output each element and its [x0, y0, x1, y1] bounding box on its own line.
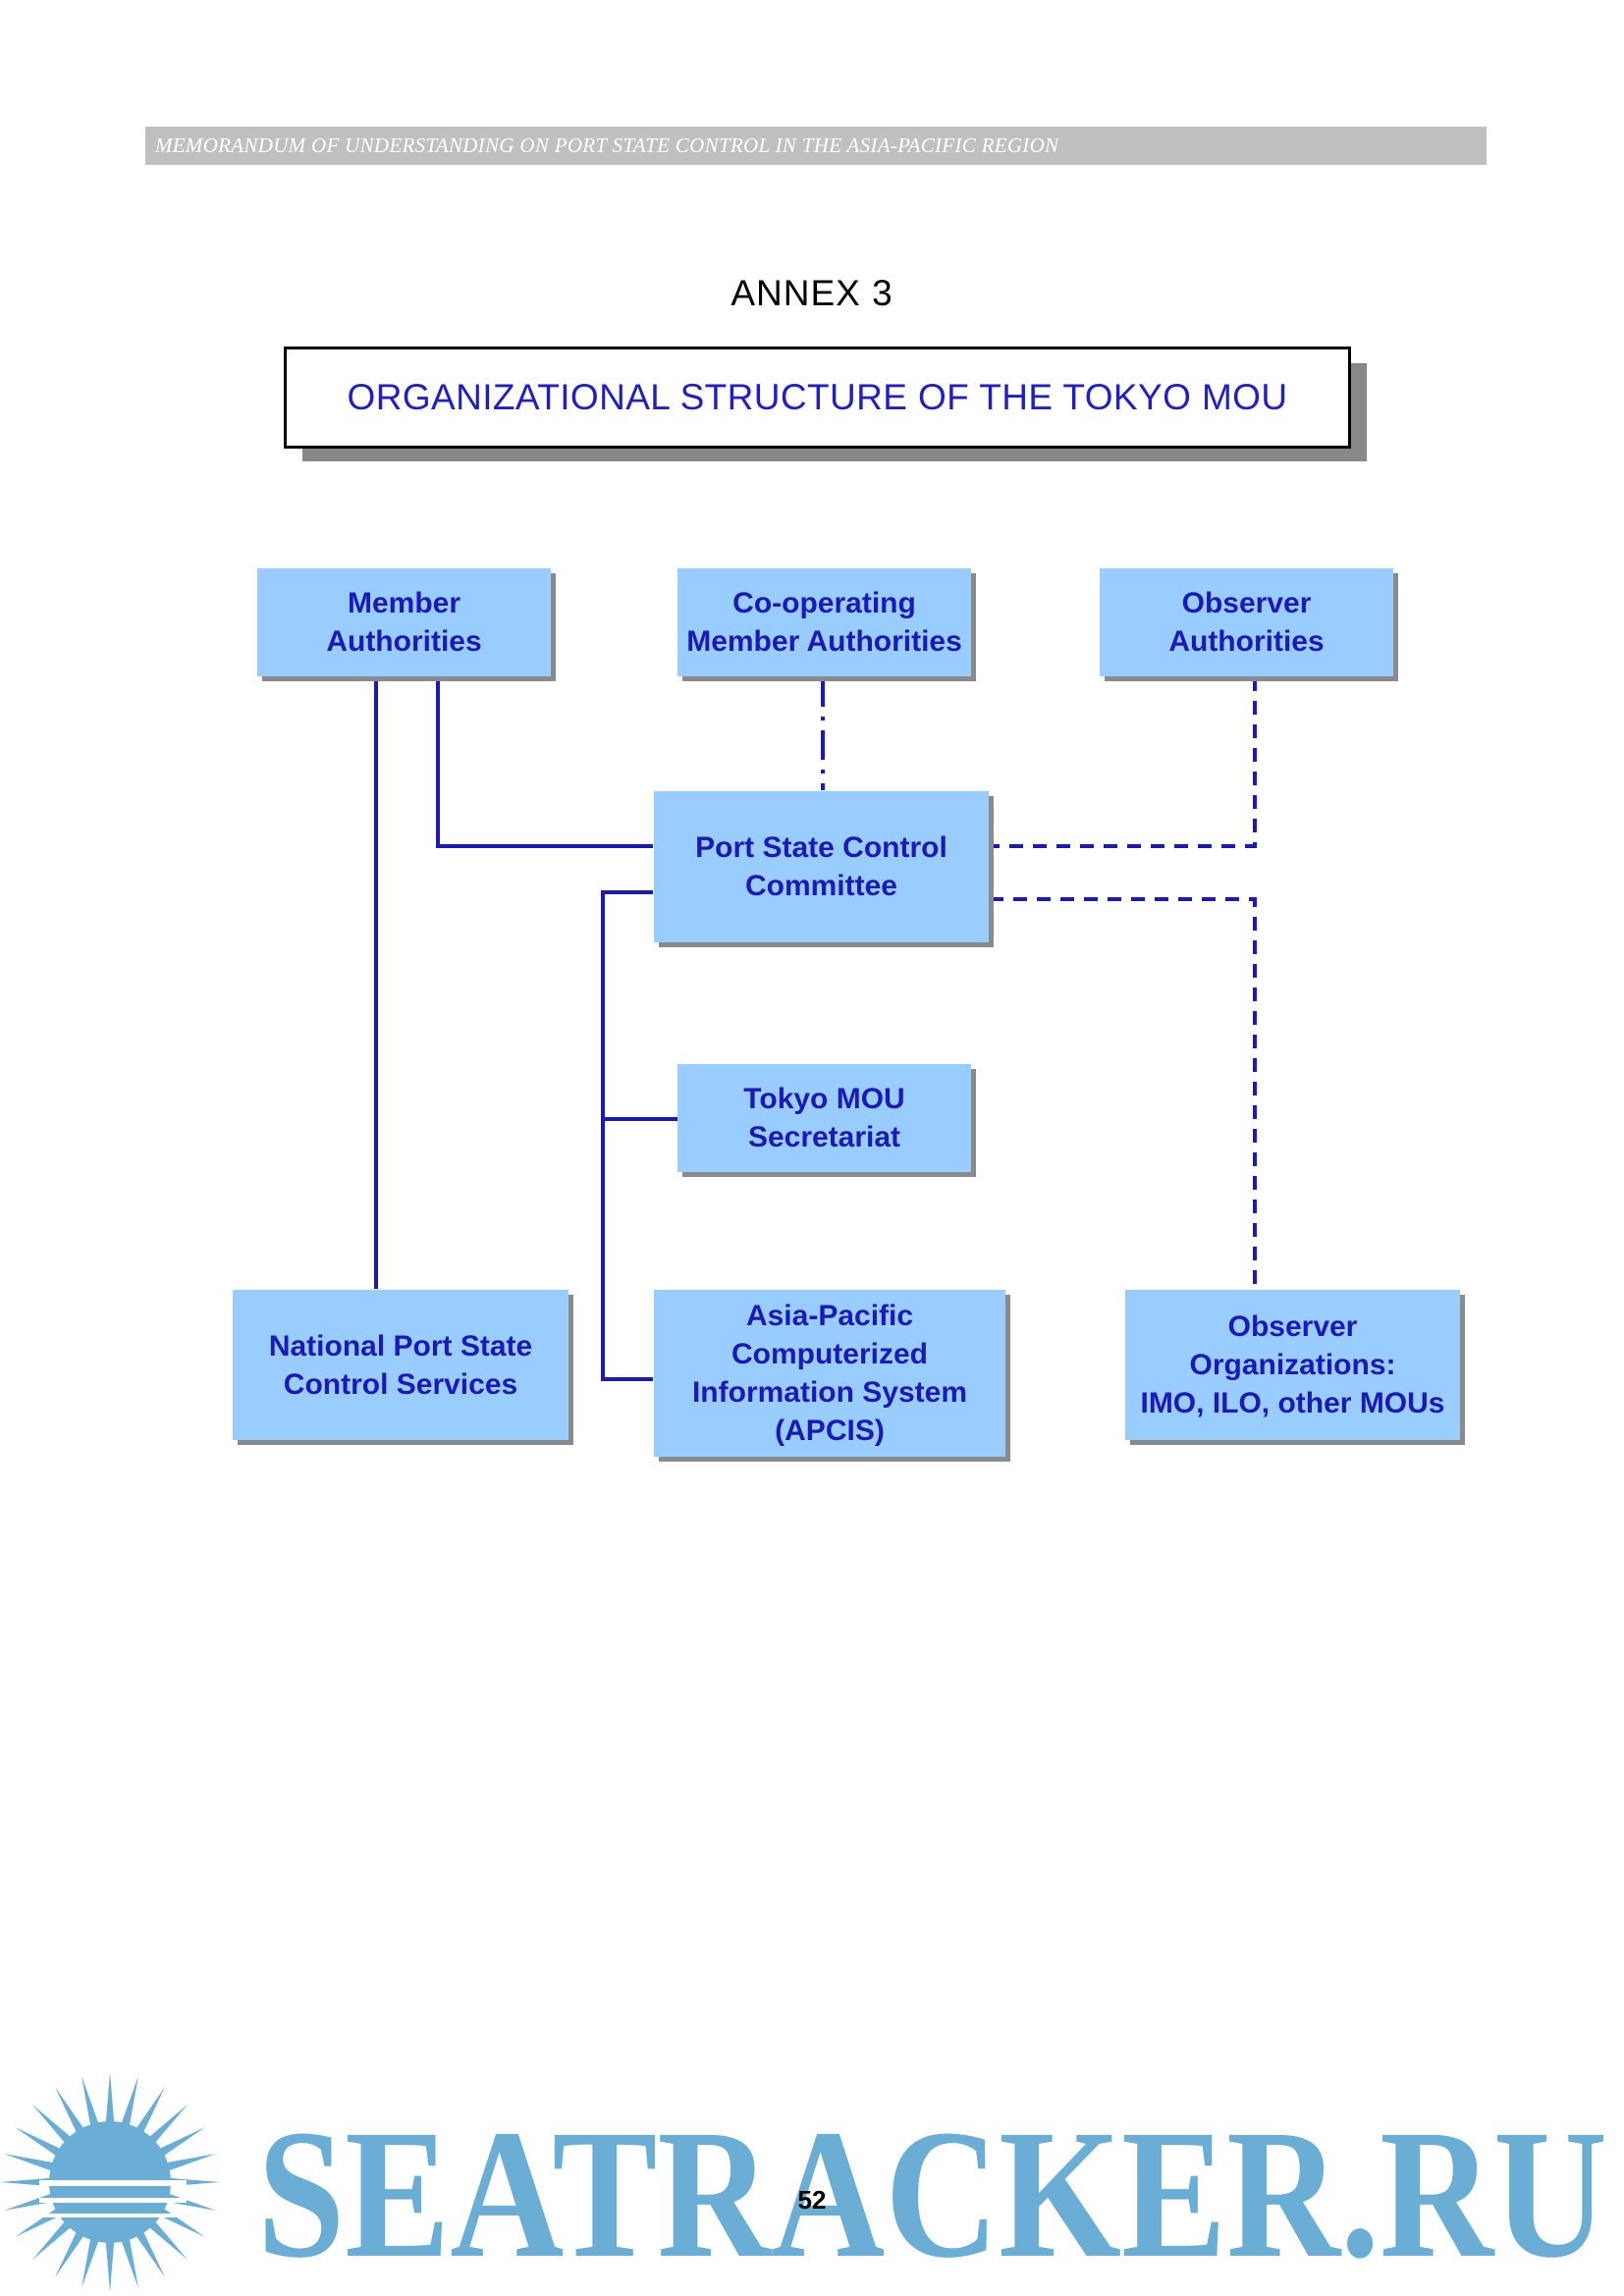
sun-ray [31, 2220, 72, 2261]
sun-ray [121, 2075, 138, 2127]
running-header-bar: MEMORANDUM OF UNDERSTANDING ON PORT STAT… [145, 127, 1487, 165]
node-cooperating-member-authorities-label: Co-operating Member Authorities [686, 587, 962, 658]
sun-ray [165, 2193, 217, 2211]
node-observer-authorities-label: Observer Authorities [1168, 587, 1325, 658]
node-member-authorities: Member Authorities [257, 568, 551, 676]
node-member-authorities-label: Member Authorities [326, 587, 482, 658]
node-tokyo-mou-secretariat: Tokyo MOU Secretariat [677, 1064, 971, 1172]
running-header-text: MEMORANDUM OF UNDERSTANDING ON PORT STAT… [155, 133, 1059, 157]
sun-ray [0, 2177, 52, 2187]
watermark-text: SEATRACKER.RU [257, 2107, 1607, 2273]
sun-ray [15, 2127, 62, 2157]
sun-ray [165, 2154, 217, 2171]
edge-member-to-committee [436, 677, 653, 848]
node-national-port-state-control-services-label: National Port State Control Services [268, 1329, 533, 1401]
node-tokyo-mou-secretariat-label: Tokyo MOU Secretariat [743, 1083, 905, 1153]
sun-ray [135, 2087, 165, 2134]
edge-committee-to-observer-orgs [990, 897, 1257, 1289]
sun-ray [135, 2230, 165, 2277]
node-port-state-control-committee: Port State Control Committee [654, 791, 989, 942]
node-apcis: Asia-Pacific Computerized Information Sy… [654, 1290, 1005, 1457]
sun-ray [81, 2237, 99, 2289]
sun-ray [3, 2193, 55, 2211]
node-port-state-control-committee-label: Port State Control Committee [695, 831, 947, 902]
sun-ray [105, 2072, 115, 2124]
node-observer-organizations-label: Observer Organizations: IMO, ILO, other … [1140, 1310, 1445, 1419]
node-observer-authorities: Observer Authorities [1100, 568, 1393, 676]
sun-ray [158, 2127, 205, 2157]
node-national-port-state-control-services: National Port State Control Services [233, 1290, 568, 1440]
sun-ray [3, 2154, 55, 2171]
watermark-sun-icon [0, 2072, 220, 2292]
sun-ray [81, 2075, 99, 2127]
annex-label: ANNEX 3 [731, 273, 893, 313]
diagram-title-box: ORGANIZATIONAL STRUCTURE OF THE TOKYO MO… [284, 347, 1351, 449]
sun-ray [148, 2104, 189, 2144]
node-cooperating-member-authorities: Co-operating Member Authorities [677, 568, 971, 676]
sun-ray [121, 2237, 138, 2289]
edge-observer-to-committee [990, 677, 1257, 848]
watermark-text-glyphs: SEATRACKER.RU [257, 2107, 1607, 2273]
node-apcis-label: Asia-Pacific Computerized Information Sy… [691, 1300, 968, 1447]
sun-ray [55, 2230, 84, 2277]
diagram-title: ORGANIZATIONAL STRUCTURE OF THE TOKYO MO… [347, 377, 1288, 417]
sun-ray [148, 2220, 189, 2261]
sun-ray [55, 2087, 84, 2134]
node-observer-organizations: Observer Organizations: IMO, ILO, other … [1125, 1290, 1460, 1440]
edge-committee-bus [601, 890, 653, 1381]
sun-ray [31, 2104, 72, 2144]
sun-ray [105, 2240, 115, 2292]
page-number: 52 [797, 2185, 827, 2215]
